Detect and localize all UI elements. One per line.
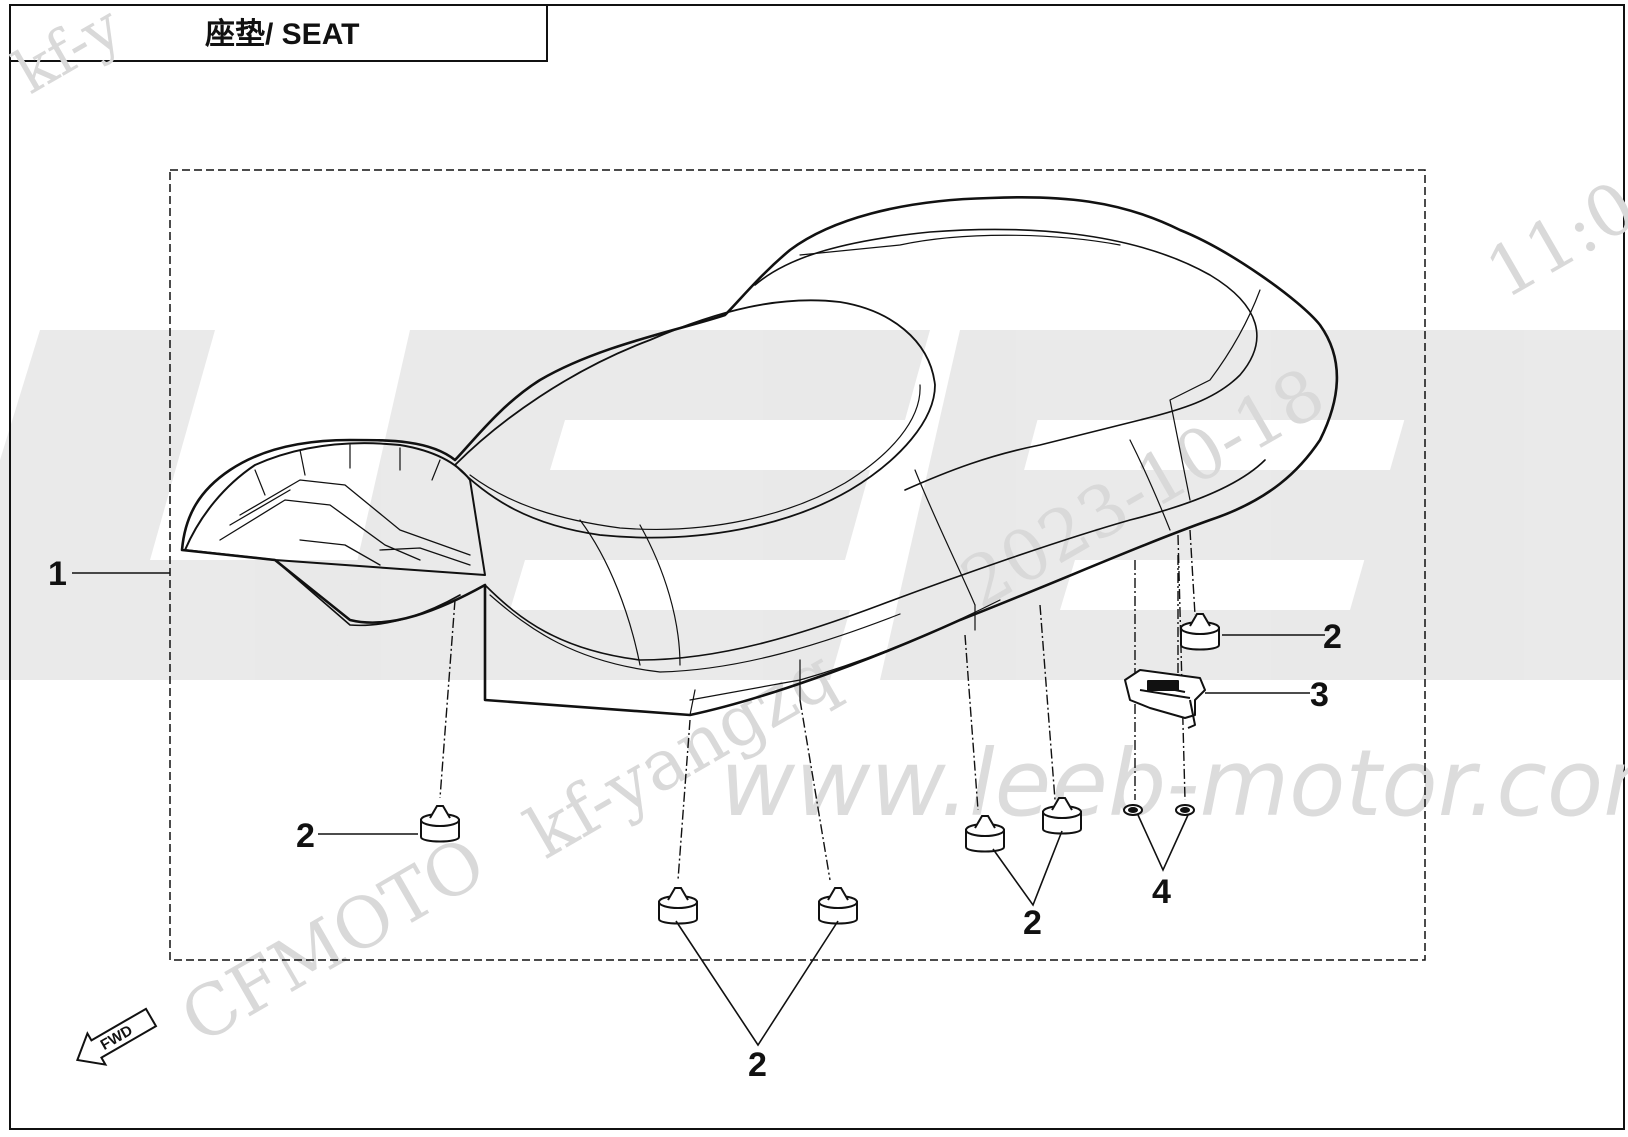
bumper-front-right <box>818 887 858 925</box>
assembly-boundary <box>169 169 1426 961</box>
watermark-brand: CFMOTO <box>168 821 499 1060</box>
callout-4: 4 <box>1152 873 1171 911</box>
title-box: 座垫/ SEAT <box>9 4 548 62</box>
callouts: 1 2 2 2 2 3 4 <box>48 555 1342 1084</box>
callout-1: 1 <box>48 555 67 593</box>
callout-2-mid: 2 <box>1023 904 1042 942</box>
bumper-mid-right <box>1042 797 1082 835</box>
page-title: 座垫/ SEAT <box>205 17 359 51</box>
callout-2-rear: 2 <box>296 817 315 855</box>
fwd-arrow-icon: FWD <box>75 1007 158 1066</box>
nuts <box>1123 804 1195 816</box>
sheet-border <box>9 4 1625 1130</box>
leader-lines <box>72 572 1325 1047</box>
bumper-latch-side <box>1180 613 1220 651</box>
watermark-date: 2023-10-18 <box>948 352 1339 625</box>
seat-assembly <box>180 195 1339 717</box>
watermark-time: 11:0 <box>1473 165 1628 315</box>
callout-3: 3 <box>1310 676 1329 714</box>
watermark-corner-stamp: kf-y <box>3 0 134 108</box>
bumper-front-left <box>658 887 698 925</box>
projection-lines <box>439 529 1196 881</box>
rubber-bumpers <box>420 613 1220 925</box>
text-watermarks: kf-y www.leeb-motor.com kf-yangzq 2023-1… <box>3 0 1628 1060</box>
bumper-rear <box>420 805 460 843</box>
callout-2-latch: 2 <box>1323 618 1342 656</box>
watermark-url: www.leeb-motor.com <box>720 730 1628 837</box>
callout-2-front: 2 <box>748 1046 767 1084</box>
seat-latch <box>1124 669 1206 729</box>
bumper-mid-left <box>965 815 1005 853</box>
